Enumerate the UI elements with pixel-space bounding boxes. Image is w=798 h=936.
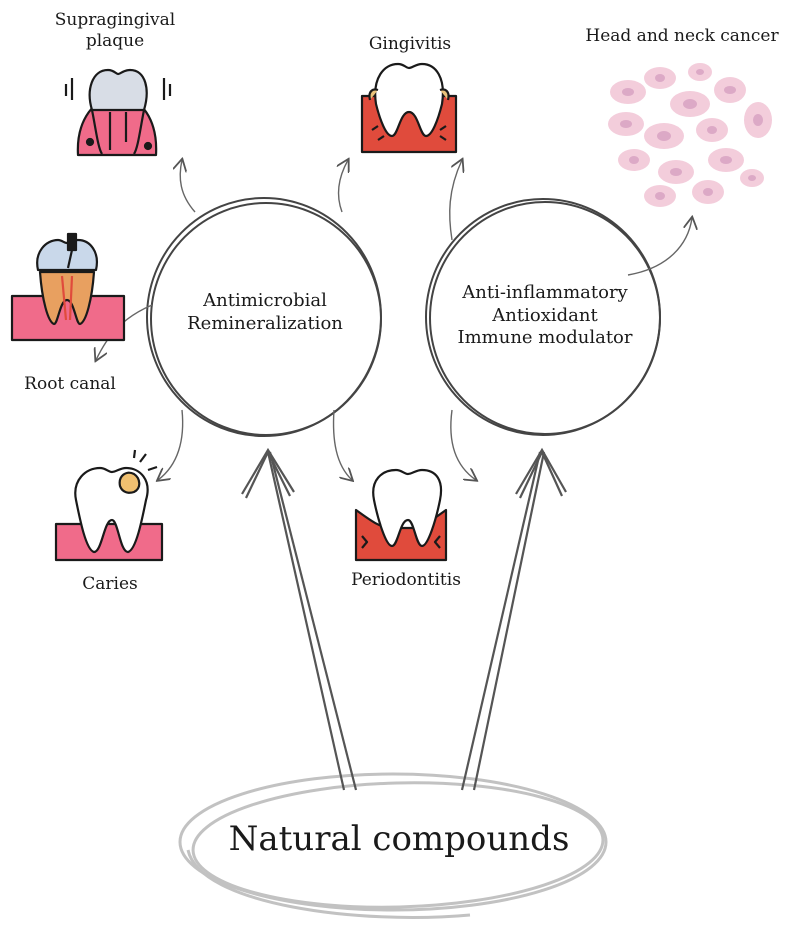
- right-hub-line-2: Antioxidant: [492, 304, 598, 326]
- arrow-to-supragingival: [180, 160, 196, 213]
- right-hub-line-3: Immune modulator: [457, 327, 633, 348]
- right-hub-label: Anti-inflammatory Antioxidant Immune mod…: [430, 282, 660, 350]
- source-ellipse: [178, 772, 608, 919]
- tooth-gingivitis-icon: [360, 62, 458, 154]
- head-neck-label: Head and neck cancer: [585, 26, 779, 46]
- tooth-root-canal-icon: [10, 232, 126, 342]
- tooth-plaque-icon: [64, 68, 172, 157]
- left-hub-line-2: Remineralization: [187, 312, 343, 334]
- tooth-periodontitis-icon: [354, 468, 448, 562]
- supragingival-label-line-2: plaque: [85, 31, 145, 52]
- arrow-to-gingivitis-right: [449, 160, 462, 241]
- right-hub-circle: [425, 198, 661, 436]
- arrow-to-head-neck: [627, 218, 692, 276]
- left-hub-label: Antimicrobial Remineralization: [160, 290, 370, 335]
- source-arrow-right: [460, 447, 567, 791]
- root-canal-label: Root canal: [24, 374, 116, 394]
- supragingival-label: Supragingival plaque: [40, 10, 190, 53]
- arrow-to-periodontitis-right: [450, 409, 476, 480]
- right-hub-line-1: Anti-inflammatory: [462, 282, 628, 303]
- source-arrow-left: [241, 447, 358, 791]
- gingivitis-label: Gingivitis: [368, 34, 452, 54]
- periodontitis-label: Periodontitis: [351, 570, 461, 590]
- left-hub-circle: [146, 197, 382, 437]
- arrow-to-caries: [158, 409, 184, 480]
- cancer-cells-icon: [608, 63, 772, 207]
- arrow-to-periodontitis-left: [332, 409, 352, 480]
- arrow-to-gingivitis: [339, 160, 348, 213]
- left-hub-line-1: Antimicrobial: [203, 290, 327, 311]
- tooth-caries-icon: [54, 449, 164, 562]
- supragingival-label-line-1: Supragingival: [54, 10, 176, 30]
- caries-label: Caries: [82, 574, 138, 594]
- source-label: Natural compounds: [228, 819, 570, 859]
